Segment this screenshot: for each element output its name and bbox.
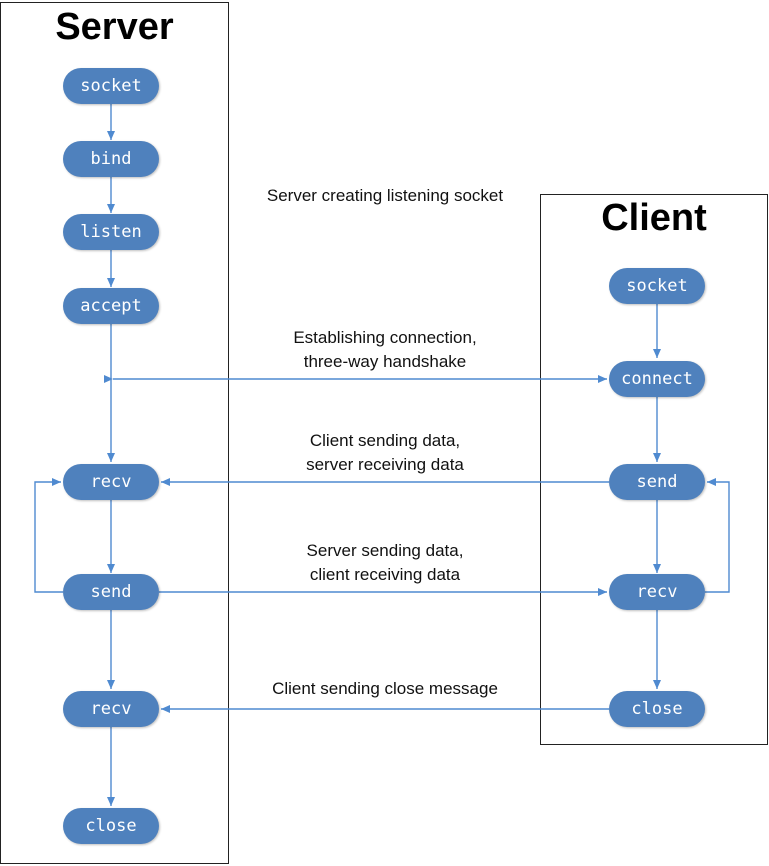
caption-client-send: Client sending data, server receiving da… — [230, 429, 540, 477]
server-recv-node: recv — [63, 464, 159, 500]
client-send-node: send — [609, 464, 705, 500]
client-close-node: close — [609, 691, 705, 727]
caption-close-msg: Client sending close message — [272, 679, 498, 698]
server-panel: Server — [0, 2, 229, 864]
caption-client-send-line1: Client sending data, — [309, 431, 461, 450]
caption-server-send-line2: client receiving data — [309, 565, 461, 584]
server-socket-node: socket — [63, 68, 159, 104]
caption-listening: Server creating listening socket — [266, 186, 504, 205]
client-socket-node: socket — [609, 268, 705, 304]
server-bind-node: bind — [63, 141, 159, 177]
server-close-node: close — [63, 808, 159, 844]
client-connect-node: connect — [609, 361, 705, 397]
server-loop-arrow — [34, 478, 63, 593]
server-accept-node: accept — [63, 288, 159, 324]
caption-handshake-line2: three-way handshake — [303, 352, 467, 371]
client-loop-arrow — [705, 478, 730, 593]
caption-server-send-line1: Server sending data, — [306, 541, 464, 560]
server-listen-node: listen — [63, 214, 159, 250]
server-send-node: send — [63, 574, 159, 610]
client-title: Client — [601, 197, 707, 239]
server-title: Server — [55, 6, 174, 48]
caption-handshake-line1: Establishing connection, — [293, 328, 477, 347]
client-recv-node: recv — [609, 574, 705, 610]
caption-client-send-line2: server receiving data — [306, 455, 464, 474]
server-recv2-node: recv — [63, 691, 159, 727]
caption-server-send: Server sending data, client receiving da… — [230, 539, 540, 587]
client-panel: Client — [540, 194, 768, 745]
caption-handshake: Establishing connection, three-way hands… — [230, 326, 540, 374]
